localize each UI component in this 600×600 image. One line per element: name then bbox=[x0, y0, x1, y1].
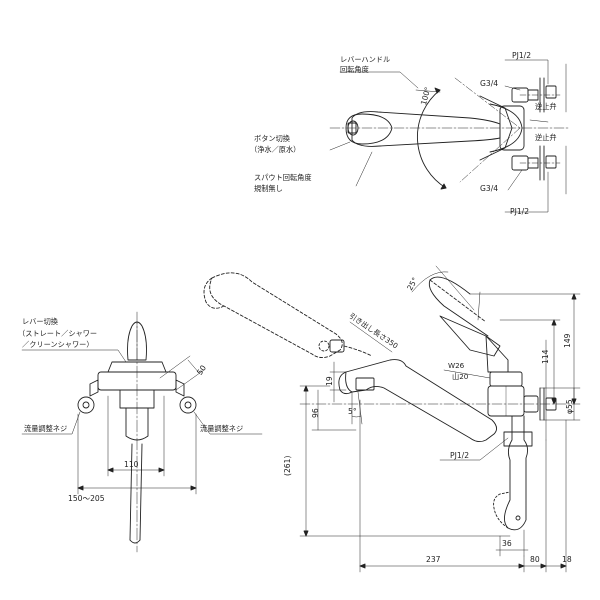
pj-top-label: PJ1/2 bbox=[512, 51, 532, 60]
side-view-drawing bbox=[203, 265, 581, 573]
button-switch-label-line2: （浄水／原水） bbox=[250, 145, 301, 154]
g34-bottom-label: G3/4 bbox=[480, 184, 499, 193]
top-view-drawing bbox=[329, 59, 569, 213]
spout-angle-label-line2: 規制無し bbox=[254, 184, 283, 193]
dim-261-label: (261) bbox=[283, 455, 292, 476]
lever-switch-label-line2: （ストレート／シャワー bbox=[18, 329, 98, 338]
dim-150-205-label: 150～205 bbox=[68, 494, 105, 503]
g34-top-label: G3/4 bbox=[480, 79, 499, 88]
lever-switch-label-line1: レバー切換 bbox=[22, 317, 58, 326]
pj-bottom-label: PJ1/2 bbox=[510, 207, 530, 216]
button-switch-label-line1: ボタン切換 bbox=[254, 134, 290, 143]
dim-18-label: 18 bbox=[562, 555, 572, 564]
lever-angle-label-line2: 回転角度 bbox=[340, 65, 369, 74]
dim-96-label: 96 bbox=[311, 408, 320, 418]
check-valve-label-2: 逆止弁 bbox=[535, 133, 557, 142]
lever-angle-label-line1: レバーハンドル bbox=[340, 55, 391, 64]
check-valve-label-1: 逆止弁 bbox=[535, 102, 557, 111]
angle-5-label: 5° bbox=[348, 407, 357, 416]
dim-237-label: 237 bbox=[426, 555, 441, 564]
dim-phi55-label: φ55 bbox=[565, 399, 574, 414]
dim-36-label: 36 bbox=[502, 539, 512, 548]
pj12-side-label: PJ1/2 bbox=[450, 451, 470, 460]
dim-110-label: 110 bbox=[124, 460, 139, 469]
front-view-drawing bbox=[21, 311, 263, 553]
yama20-label: 山20 bbox=[452, 372, 469, 381]
dim-114-label: 114 bbox=[541, 349, 550, 365]
flow-screw-left-label: 流量調整ネジ bbox=[24, 424, 68, 433]
flow-screw-right-label: 流量調整ネジ bbox=[200, 424, 244, 433]
dim-80-label: 80 bbox=[530, 555, 540, 564]
dim-19-label: 19 bbox=[325, 376, 334, 386]
w26-label: W26 bbox=[448, 361, 465, 370]
spout-angle-label-line1: スパウト回転角度 bbox=[254, 173, 312, 182]
lever-switch-label-line3: ／クリーンシャワー） bbox=[22, 340, 94, 349]
dim-149-label: 149 bbox=[563, 333, 572, 349]
